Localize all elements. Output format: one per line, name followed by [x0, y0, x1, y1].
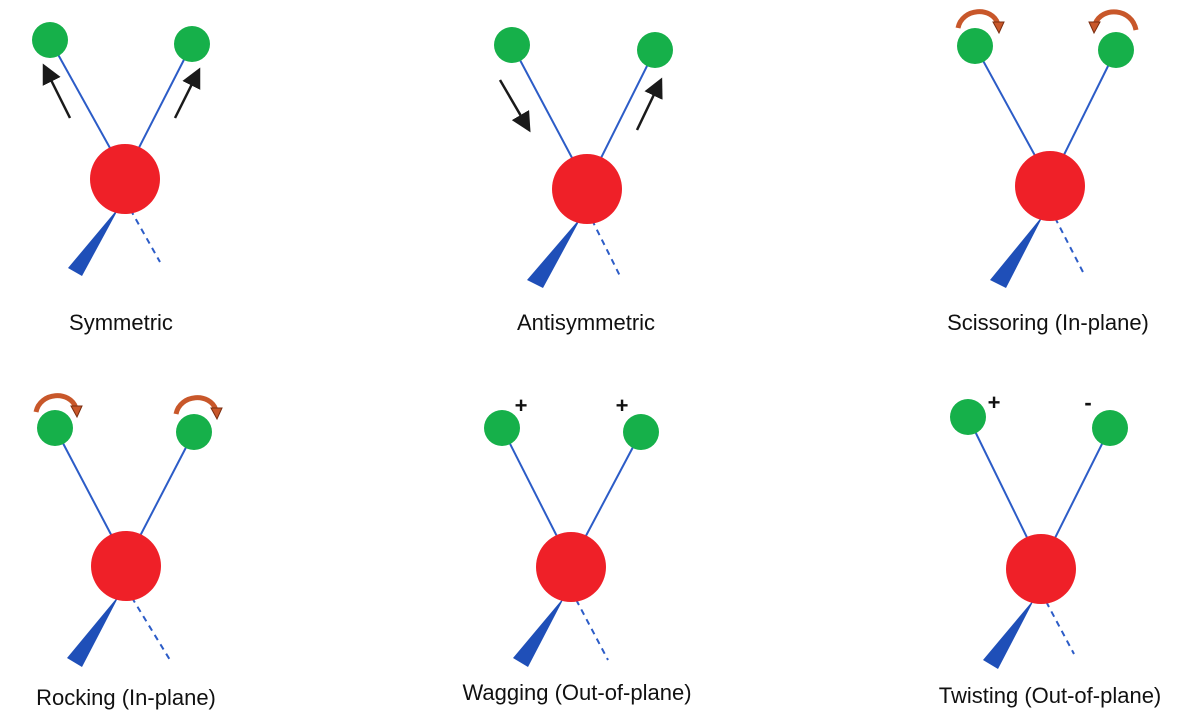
stretch-arrow-left	[42, 63, 72, 119]
hydrogen-atom-left	[32, 22, 68, 58]
central-atom	[552, 154, 622, 224]
panel-label: Scissoring (In-plane)	[947, 310, 1149, 335]
stretch-arrow-right	[635, 77, 663, 131]
hydrogen-atom-right	[176, 414, 212, 450]
hydrogen-atom-right	[623, 414, 659, 450]
panel-label: Antisymmetric	[517, 310, 655, 335]
hydrogen-atom-right	[637, 32, 673, 68]
wedge-bond	[67, 594, 120, 667]
sign-right: +	[616, 393, 629, 418]
central-atom	[1006, 534, 1076, 604]
sign-left: +	[988, 390, 1001, 415]
stretch-arrow-left	[498, 79, 531, 133]
hydrogen-atom-left	[37, 410, 73, 446]
rotation-arrow-left	[33, 393, 79, 413]
rotation-arrow-left	[955, 9, 1001, 29]
hydrogen-atom-left	[484, 410, 520, 446]
panel-rocking: Rocking (In-plane)	[33, 393, 223, 710]
panel-label: Wagging (Out-of-plane)	[462, 680, 691, 705]
wedge-bond	[68, 206, 120, 276]
dashed-bond	[570, 589, 609, 661]
wedge-bond	[990, 214, 1044, 288]
panel-label: Twisting (Out-of-plane)	[939, 683, 1162, 708]
wedge-bond	[527, 216, 582, 288]
stretch-arrow-right	[173, 67, 201, 119]
panel-label: Symmetric	[69, 310, 173, 335]
hydrogen-atom-right	[1092, 410, 1128, 446]
central-atom	[90, 144, 160, 214]
hydrogen-atom-left	[957, 28, 993, 64]
panel-scissoring: Scissoring (In-plane)	[947, 9, 1149, 335]
sign-right: -	[1084, 390, 1091, 415]
sign-left: +	[515, 393, 528, 418]
wedge-bond	[513, 596, 565, 667]
panel-twisting: + - Twisting (Out-of-plane)	[939, 390, 1162, 708]
hydrogen-atom-right	[174, 26, 210, 62]
hydrogen-atom-left	[950, 399, 986, 435]
rotation-arrowhead-right	[1088, 21, 1101, 35]
rotation-arrow-right	[173, 395, 219, 415]
panel-symmetric: Symmetric	[32, 22, 210, 335]
hydrogen-atom-left	[494, 27, 530, 63]
rotation-arrowhead-right	[210, 407, 223, 421]
central-atom	[1015, 151, 1085, 221]
central-atom	[91, 531, 161, 601]
panel-label: Rocking (In-plane)	[36, 685, 216, 710]
panel-antisymmetric: Antisymmetric	[494, 27, 673, 335]
wedge-bond	[983, 598, 1035, 669]
central-atom	[536, 532, 606, 602]
hydrogen-atom-right	[1098, 32, 1134, 68]
rotation-arrowhead-left	[70, 405, 83, 419]
rotation-arrow-right	[1092, 9, 1139, 31]
panel-wagging: + + Wagging (Out-of-plane)	[462, 393, 691, 705]
rotation-arrowhead-left	[992, 21, 1005, 35]
